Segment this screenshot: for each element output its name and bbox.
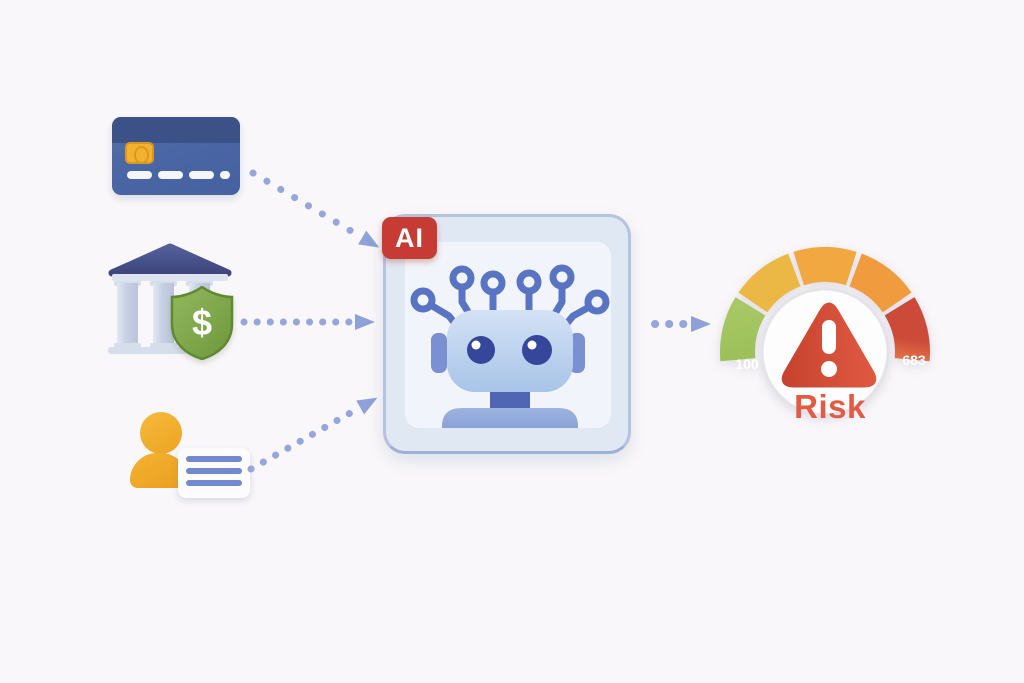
gauge-max-label: 683 bbox=[902, 352, 926, 368]
robot-antenna-nodes bbox=[410, 264, 610, 315]
bank-column bbox=[153, 283, 174, 346]
warning-triangle-icon bbox=[781, 302, 877, 388]
document-line bbox=[186, 456, 242, 462]
person-document-icon bbox=[128, 410, 253, 500]
gauge-segments bbox=[719, 247, 931, 362]
ai-badge: AI bbox=[382, 217, 437, 259]
risk-label: Risk bbox=[794, 388, 866, 425]
robot-eye bbox=[467, 336, 495, 364]
document-line bbox=[186, 480, 242, 486]
robot-icon bbox=[410, 264, 610, 428]
card-chip bbox=[125, 142, 154, 164]
gauge-min-label: 100 bbox=[735, 356, 759, 372]
exclamation-bar bbox=[822, 320, 836, 354]
bank-icon: $ bbox=[103, 240, 243, 362]
person-head bbox=[140, 412, 182, 454]
bank-base bbox=[108, 347, 208, 354]
card-magnetic-stripe bbox=[112, 117, 240, 143]
robot-ear bbox=[431, 333, 447, 373]
arrow-card-to-ai bbox=[249, 169, 380, 248]
document-line bbox=[186, 468, 242, 474]
document-card bbox=[178, 448, 250, 498]
robot-shoulders bbox=[442, 408, 578, 428]
robot-neck bbox=[490, 392, 530, 409]
ai-inner-panel bbox=[405, 242, 611, 428]
arrow-ai-to-gauge bbox=[651, 316, 711, 332]
robot-head bbox=[447, 310, 573, 392]
risk-gauge-icon: 100 683 Risk bbox=[705, 238, 955, 438]
arrow-person-to-ai bbox=[247, 397, 378, 473]
exclamation-dot bbox=[821, 361, 837, 377]
ai-processor-box: AI bbox=[382, 214, 631, 454]
bank-roof bbox=[108, 243, 232, 277]
bank-column bbox=[117, 283, 138, 346]
robot-eye bbox=[522, 335, 552, 365]
arrow-bank-to-ai bbox=[240, 314, 375, 330]
credit-card-icon bbox=[112, 117, 240, 195]
bank-entablature bbox=[112, 274, 228, 281]
dollar-shield-icon: $ bbox=[170, 285, 234, 361]
dollar-symbol: $ bbox=[192, 302, 212, 343]
